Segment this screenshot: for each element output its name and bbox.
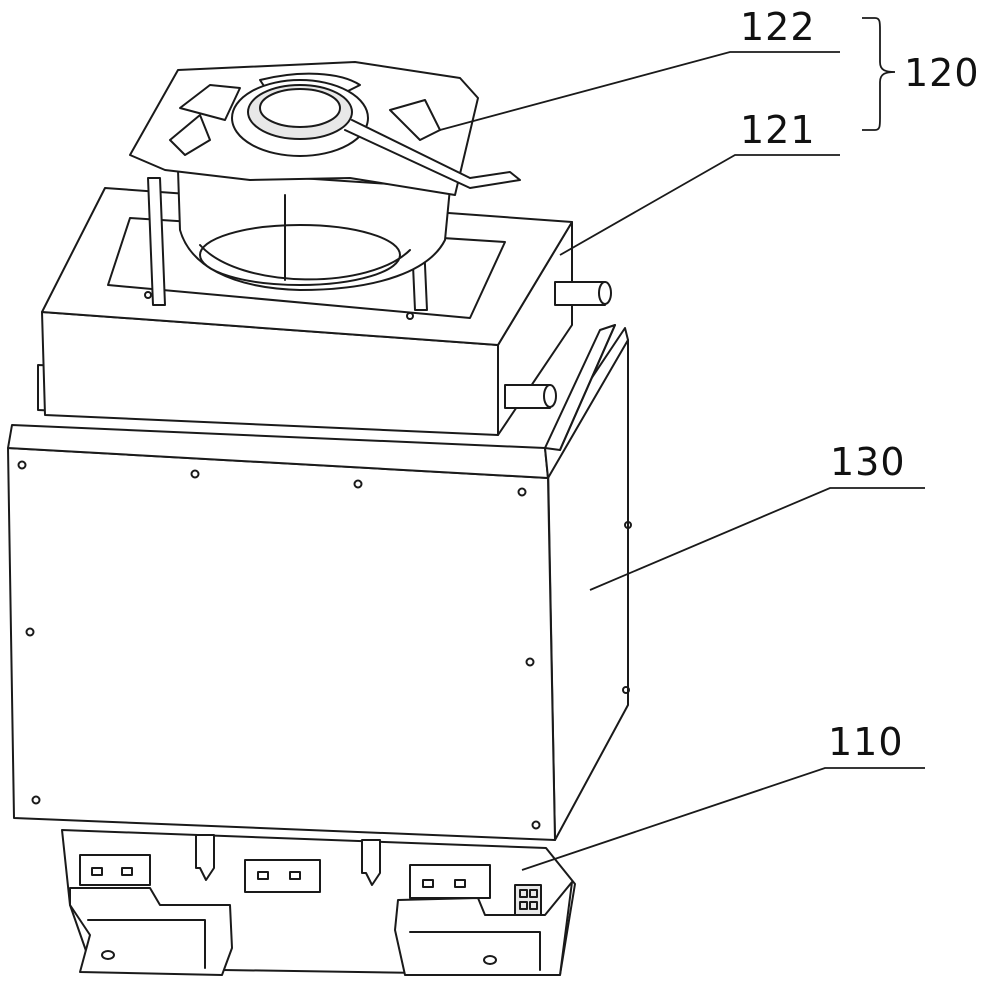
leader-130 bbox=[589, 487, 925, 591]
brace-120 bbox=[862, 17, 896, 131]
label-110: 110 bbox=[828, 720, 904, 764]
housing bbox=[7, 324, 632, 841]
housing-front bbox=[7, 447, 556, 841]
leader-122 bbox=[439, 51, 840, 131]
label-121: 121 bbox=[740, 108, 816, 152]
label-120: 120 bbox=[904, 51, 980, 95]
right-foot bbox=[394, 881, 573, 976]
fan-assembly bbox=[129, 61, 521, 311]
left-foot bbox=[69, 887, 233, 976]
base-assembly bbox=[61, 829, 576, 976]
label-130: 130 bbox=[830, 440, 906, 484]
label-122: 122 bbox=[740, 5, 816, 49]
leader-110 bbox=[521, 767, 925, 871]
leader-lines bbox=[439, 17, 925, 871]
leader-121 bbox=[559, 154, 840, 256]
cable bbox=[344, 119, 521, 189]
